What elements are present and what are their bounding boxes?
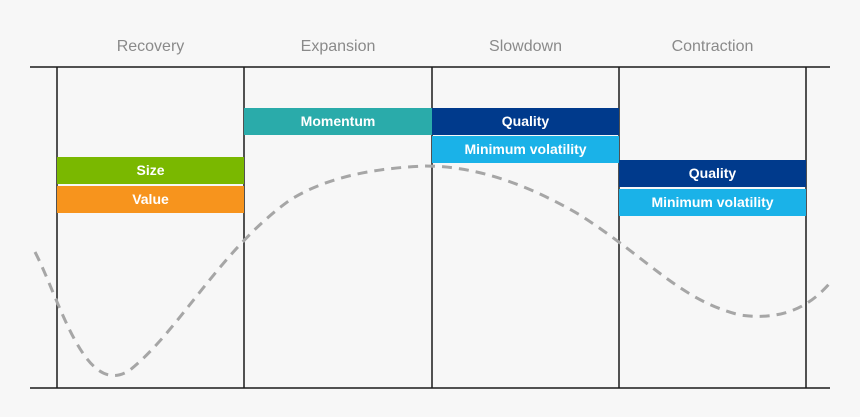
factor-quality-slowdown: Quality [432,108,619,135]
factor-value: Value [57,186,244,213]
phase-label-slowdown: Slowdown [489,38,562,55]
factor-min-volatility-slowdown: Minimum volatility [432,136,619,163]
factor-min-volatility-contraction: Minimum volatility [619,189,806,216]
factor-size: Size [57,157,244,184]
phase-label-recovery: Recovery [116,38,185,55]
phase-label-contraction: Contraction [671,38,754,55]
factor-quality-contraction: Quality [619,160,806,187]
phase-label-expansion: Expansion [300,38,376,55]
factor-momentum: Momentum [244,108,432,135]
